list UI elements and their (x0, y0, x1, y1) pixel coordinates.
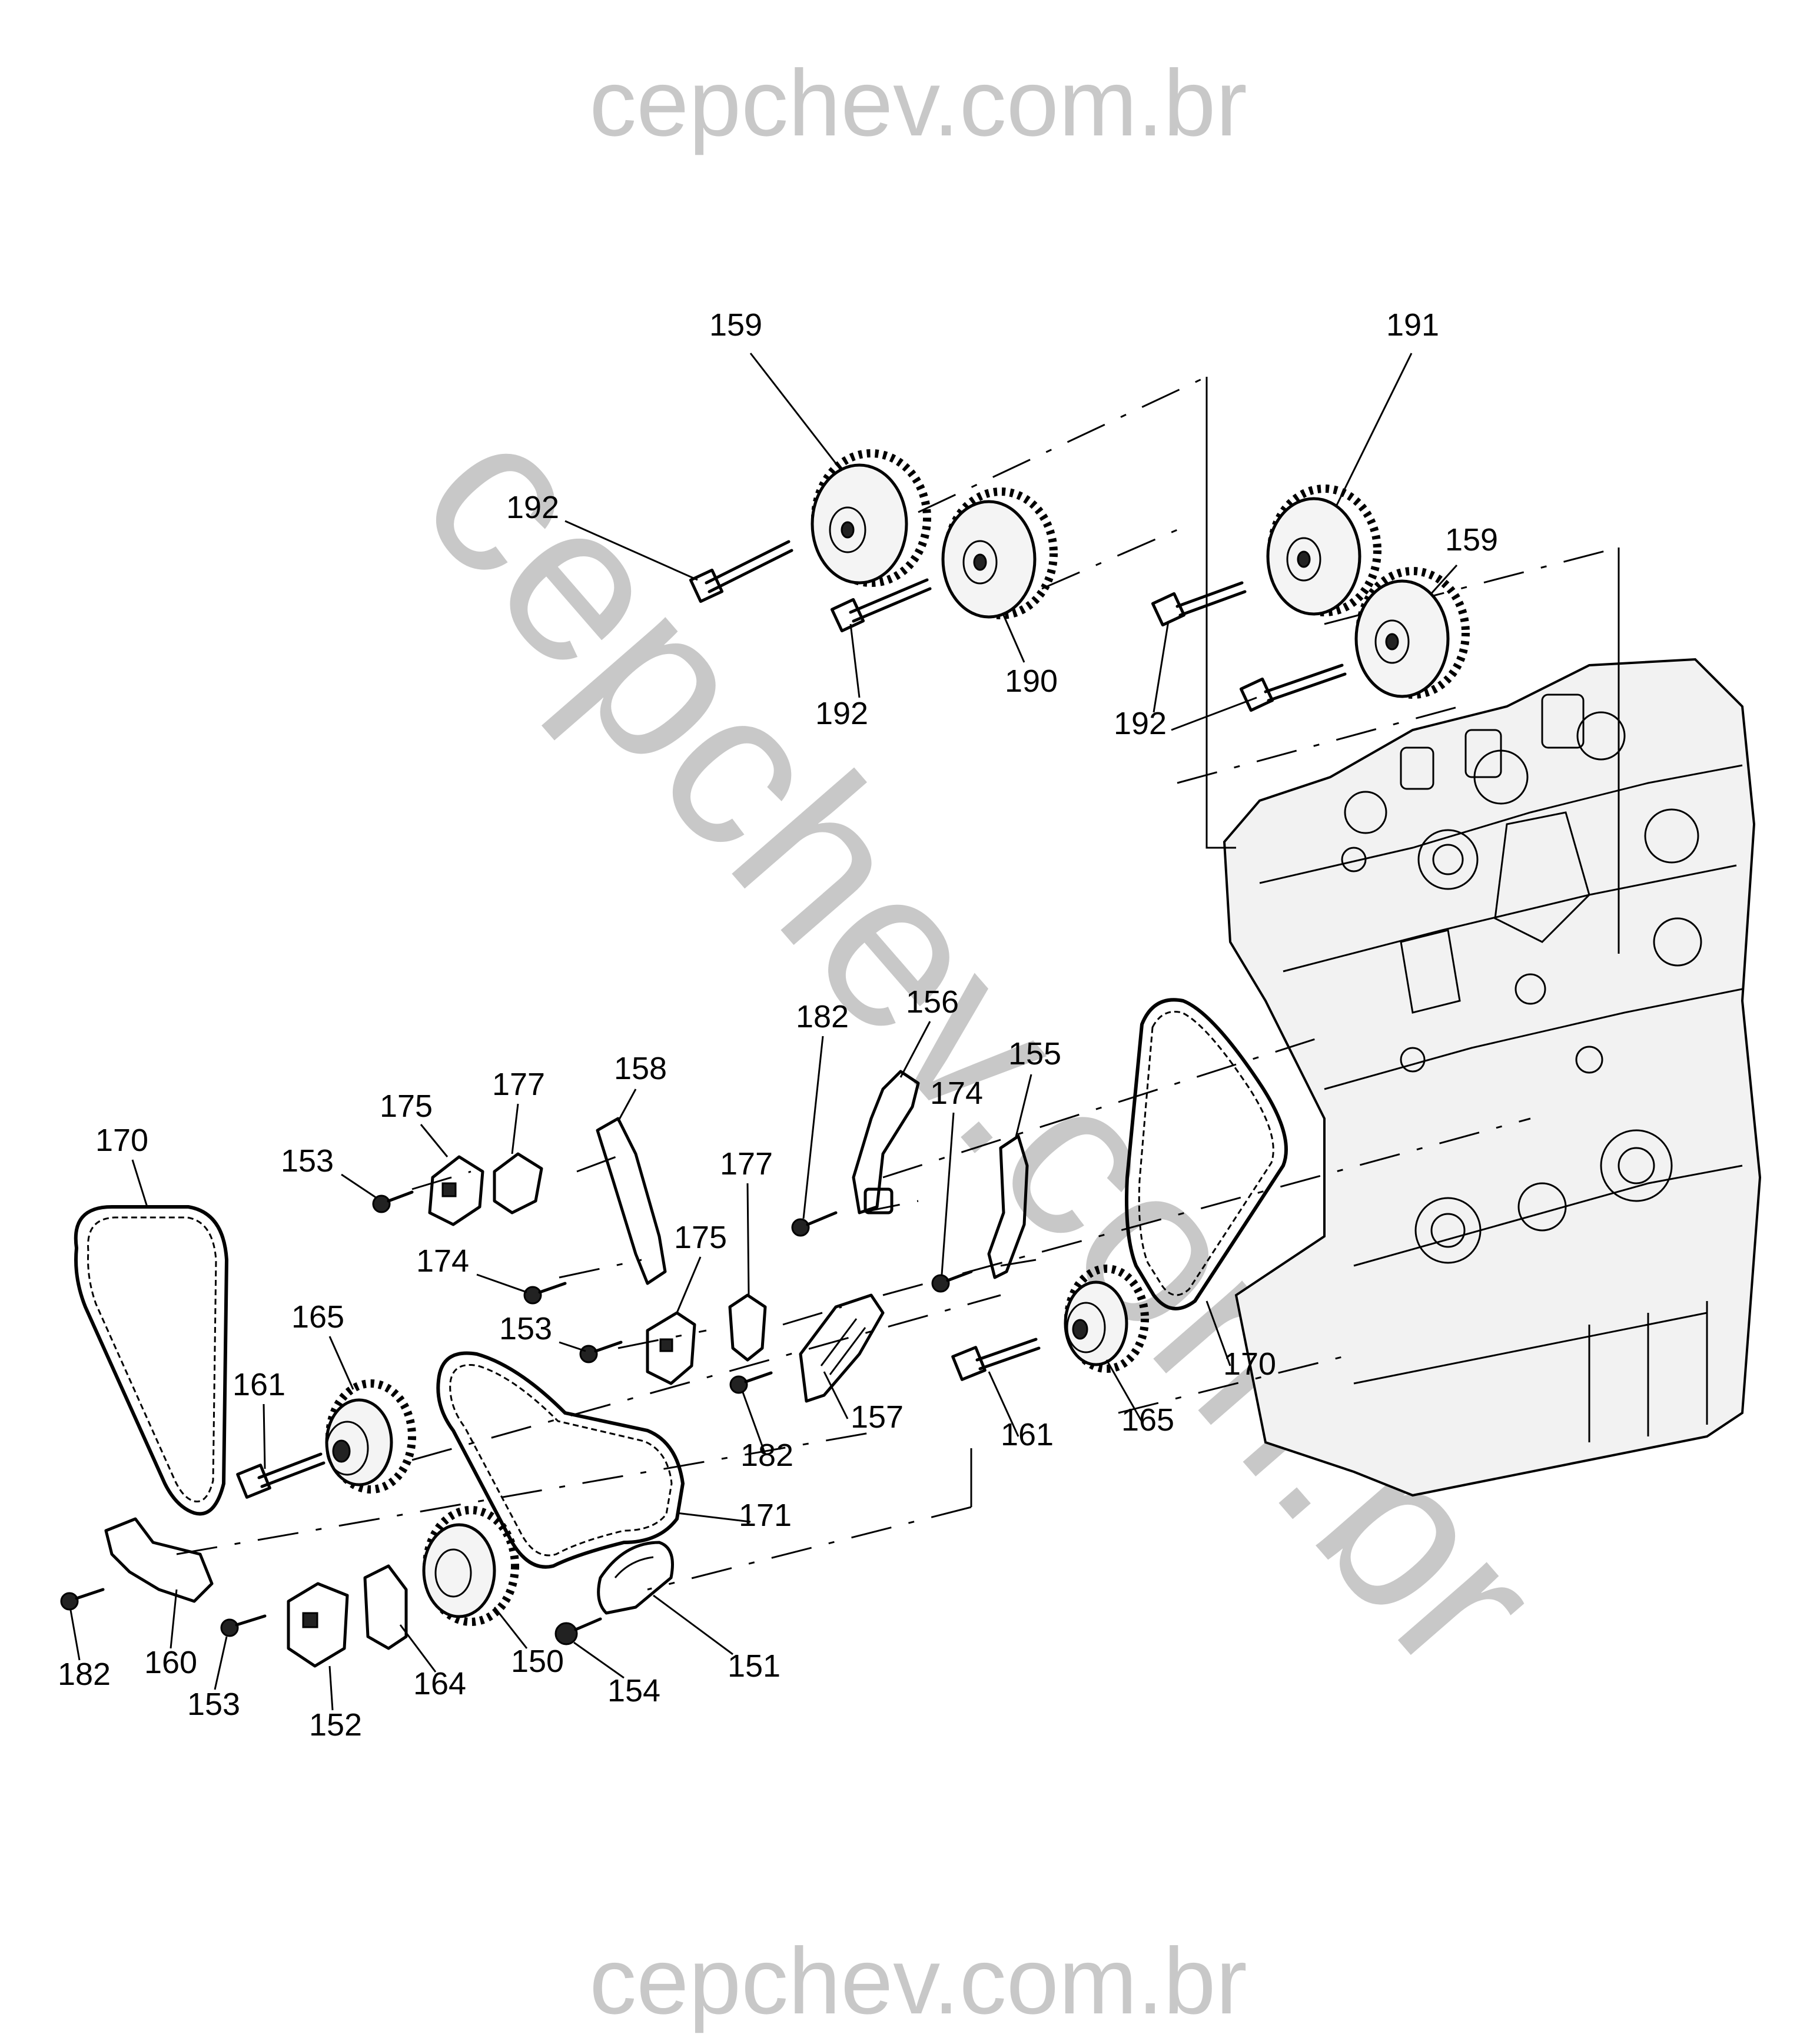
callout-161: 161 (233, 1367, 285, 1402)
callout-170: 170 (95, 1123, 148, 1158)
bolt-192-a (689, 540, 793, 603)
gasket-177-upper (493, 1152, 543, 1215)
callout-160: 160 (144, 1645, 197, 1680)
callout-182: 182 (58, 1657, 111, 1692)
camshaft-sprocket-159-left (811, 449, 931, 587)
callout-191: 191 (1386, 307, 1439, 343)
chain-guide-151 (597, 1541, 674, 1615)
callout-174: 174 (930, 1076, 983, 1111)
callout-175: 175 (380, 1089, 433, 1124)
callout-190: 190 (1005, 663, 1058, 699)
chain-guide-155 (987, 1134, 1029, 1279)
callout-153: 153 (499, 1311, 552, 1346)
callout-171: 171 (739, 1498, 792, 1533)
callout-175: 175 (674, 1220, 727, 1255)
gasket-177-lower (728, 1293, 767, 1362)
watermark-bottom: cepchev.com.br (589, 1928, 1247, 2033)
timing-chain-170-right (1125, 998, 1288, 1310)
callout-192: 192 (1114, 706, 1167, 741)
small-bolts (60, 1190, 973, 1645)
callout-161: 161 (1001, 1417, 1054, 1452)
callout-151: 151 (728, 1648, 781, 1684)
callout-182: 182 (740, 1438, 793, 1473)
bolt-192-d (1239, 663, 1347, 712)
tensioner-175-upper (428, 1155, 484, 1226)
bolt-192-b (830, 578, 932, 633)
callout-154: 154 (607, 1673, 660, 1708)
callout-153: 153 (281, 1143, 334, 1179)
chain-guide-157 (799, 1293, 885, 1403)
callout-159: 159 (1445, 522, 1498, 558)
callout-152: 152 (309, 1707, 362, 1743)
callout-165: 165 (1121, 1402, 1174, 1438)
timing-chain-170-left (74, 1205, 229, 1516)
chain-guide-160 (104, 1517, 214, 1603)
leader-lines (69, 353, 1458, 1711)
callout-192: 192 (506, 490, 559, 525)
callout-155: 155 (1008, 1036, 1061, 1071)
chain-guide-158 (596, 1117, 667, 1285)
engine-block (1223, 658, 1762, 1497)
callout-164: 164 (413, 1666, 466, 1701)
callout-170: 170 (1223, 1346, 1276, 1382)
callout-labels: 159 191 192 159 192 190 192 182 156 155 174 177 158 1… (58, 307, 1498, 1743)
callout-150: 150 (511, 1644, 564, 1679)
bolt-192-c (1151, 581, 1247, 627)
gasket-164 (363, 1564, 408, 1650)
timing-chain-171 (436, 1351, 685, 1569)
chain-guide-156 (852, 1070, 920, 1215)
callout-177: 177 (492, 1067, 545, 1102)
tensioner-175-lower (646, 1311, 696, 1385)
camshaft-sprocket-159-right (1354, 567, 1470, 699)
callout-156: 156 (906, 984, 959, 1020)
tensioner-152 (287, 1582, 349, 1668)
callout-157: 157 (851, 1399, 904, 1435)
callout-174: 174 (416, 1243, 469, 1279)
bolt-161-left (236, 1452, 326, 1499)
callout-165: 165 (291, 1299, 344, 1335)
camshaft-sprocket-190 (941, 487, 1058, 619)
crankshaft-sprocket-150 (422, 1506, 519, 1626)
callout-182: 182 (796, 999, 849, 1034)
callout-158: 158 (614, 1051, 667, 1086)
callout-177: 177 (720, 1146, 773, 1182)
callout-192: 192 (815, 696, 868, 731)
callout-159: 159 (709, 307, 762, 343)
bolt-161-right (951, 1338, 1041, 1381)
idler-sprocket-165-left (325, 1379, 416, 1494)
camshaft-sprocket-191 (1266, 485, 1381, 616)
callout-153: 153 (187, 1687, 240, 1722)
idler-sprocket-165-right (1064, 1265, 1149, 1373)
watermark-top: cepchev.com.br (589, 50, 1247, 155)
